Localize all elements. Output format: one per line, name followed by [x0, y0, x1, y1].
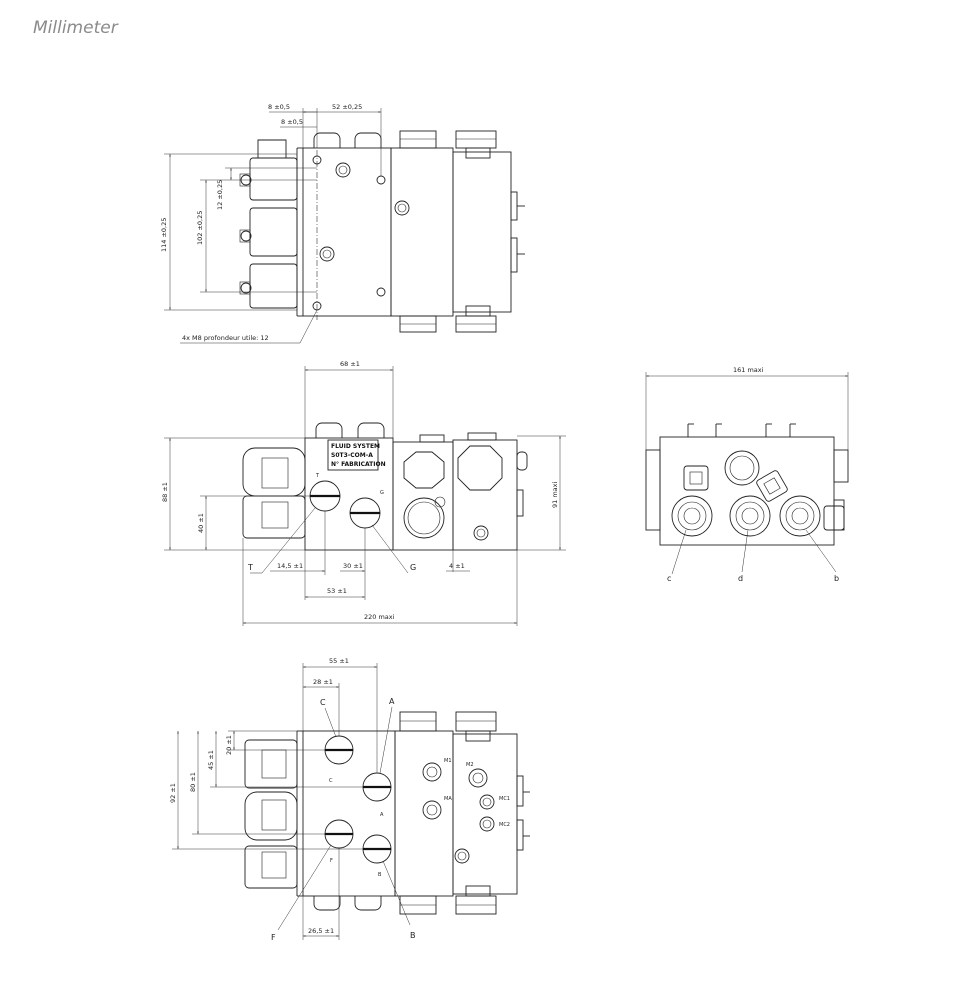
dim-80: 80 ±1 — [189, 772, 197, 792]
dim-88: 88 ±1 — [161, 482, 169, 502]
dim-53: 53 ±1 — [327, 587, 347, 595]
port-B-mark: B — [378, 872, 382, 878]
label-d: d — [738, 574, 743, 583]
mark-M1: M1 — [444, 758, 452, 764]
mark-MC1: MC1 — [499, 796, 510, 802]
dim-92: 92 ±1 — [169, 783, 177, 803]
side-view: 161 maxi c d b — [645, 366, 849, 583]
port-C-mark: C — [329, 778, 333, 784]
port-A-mark: A — [380, 812, 384, 818]
thread-note: 4x M8 profondeur utile: 12 — [182, 334, 269, 342]
dim-30: 30 ±1 — [343, 562, 363, 570]
label-G: G — [410, 563, 416, 572]
label-c: c — [667, 574, 671, 583]
plate-line-2: S0T3-COM-A — [331, 452, 373, 459]
label-b: b — [834, 574, 839, 583]
label-F: F — [271, 933, 276, 942]
port-G-mark: G — [380, 490, 384, 496]
mark-MA: MA — [444, 796, 452, 802]
dim-4: 4 ±1 — [449, 562, 465, 570]
mark-M2: M2 — [466, 762, 474, 768]
dim-220: 220 maxi — [364, 613, 395, 621]
dim-161: 161 maxi — [733, 366, 764, 374]
dim-28: 28 ±1 — [313, 678, 333, 686]
plate-line-1: FLUID SYSTEM — [331, 443, 380, 450]
dim-102: 102 ±0,25 — [196, 211, 204, 245]
bottom-view: C A F B M1 M2 MA MC1 MC2 55 ±1 28 ±1 20 … — [169, 657, 530, 942]
label-T: T — [247, 563, 253, 572]
dim-14-5: 14,5 ±1 — [277, 562, 303, 570]
dim-55: 55 ±1 — [329, 657, 349, 665]
front-view: FLUID SYSTEM S0T3-COM-A N° FABRICATION T… — [161, 360, 566, 626]
top-view: 8 ±0,5 52 ±0,25 8 ±0,5 114 ±0,25 102 ±0,… — [160, 103, 525, 344]
dim-26-5: 26,5 ±1 — [308, 927, 334, 935]
mark-MC2: MC2 — [499, 822, 510, 828]
label-C: C — [320, 698, 326, 707]
label-A: A — [389, 697, 395, 706]
port-T-mark: T — [315, 473, 320, 479]
dim-114: 114 ±0,25 — [160, 218, 168, 252]
dim-91: 91 maxi — [551, 482, 559, 508]
port-F-mark: F — [330, 858, 333, 864]
top-main-block — [302, 147, 392, 317]
plate-line-3: N° FABRICATION — [331, 461, 386, 468]
unit-label: Millimeter — [33, 18, 118, 38]
label-B: B — [410, 931, 416, 940]
dim-8-inner: 8 ±0,5 — [281, 118, 303, 126]
dim-20: 20 ±1 — [225, 735, 233, 755]
dim-8-top: 8 ±0,5 — [268, 103, 290, 111]
dim-40: 40 ±1 — [197, 513, 205, 533]
dim-12: 12 ±0,25 — [216, 180, 224, 210]
dim-68: 68 ±1 — [340, 360, 360, 368]
dim-52: 52 ±0,25 — [332, 103, 362, 111]
dim-45: 45 ±1 — [207, 750, 215, 770]
